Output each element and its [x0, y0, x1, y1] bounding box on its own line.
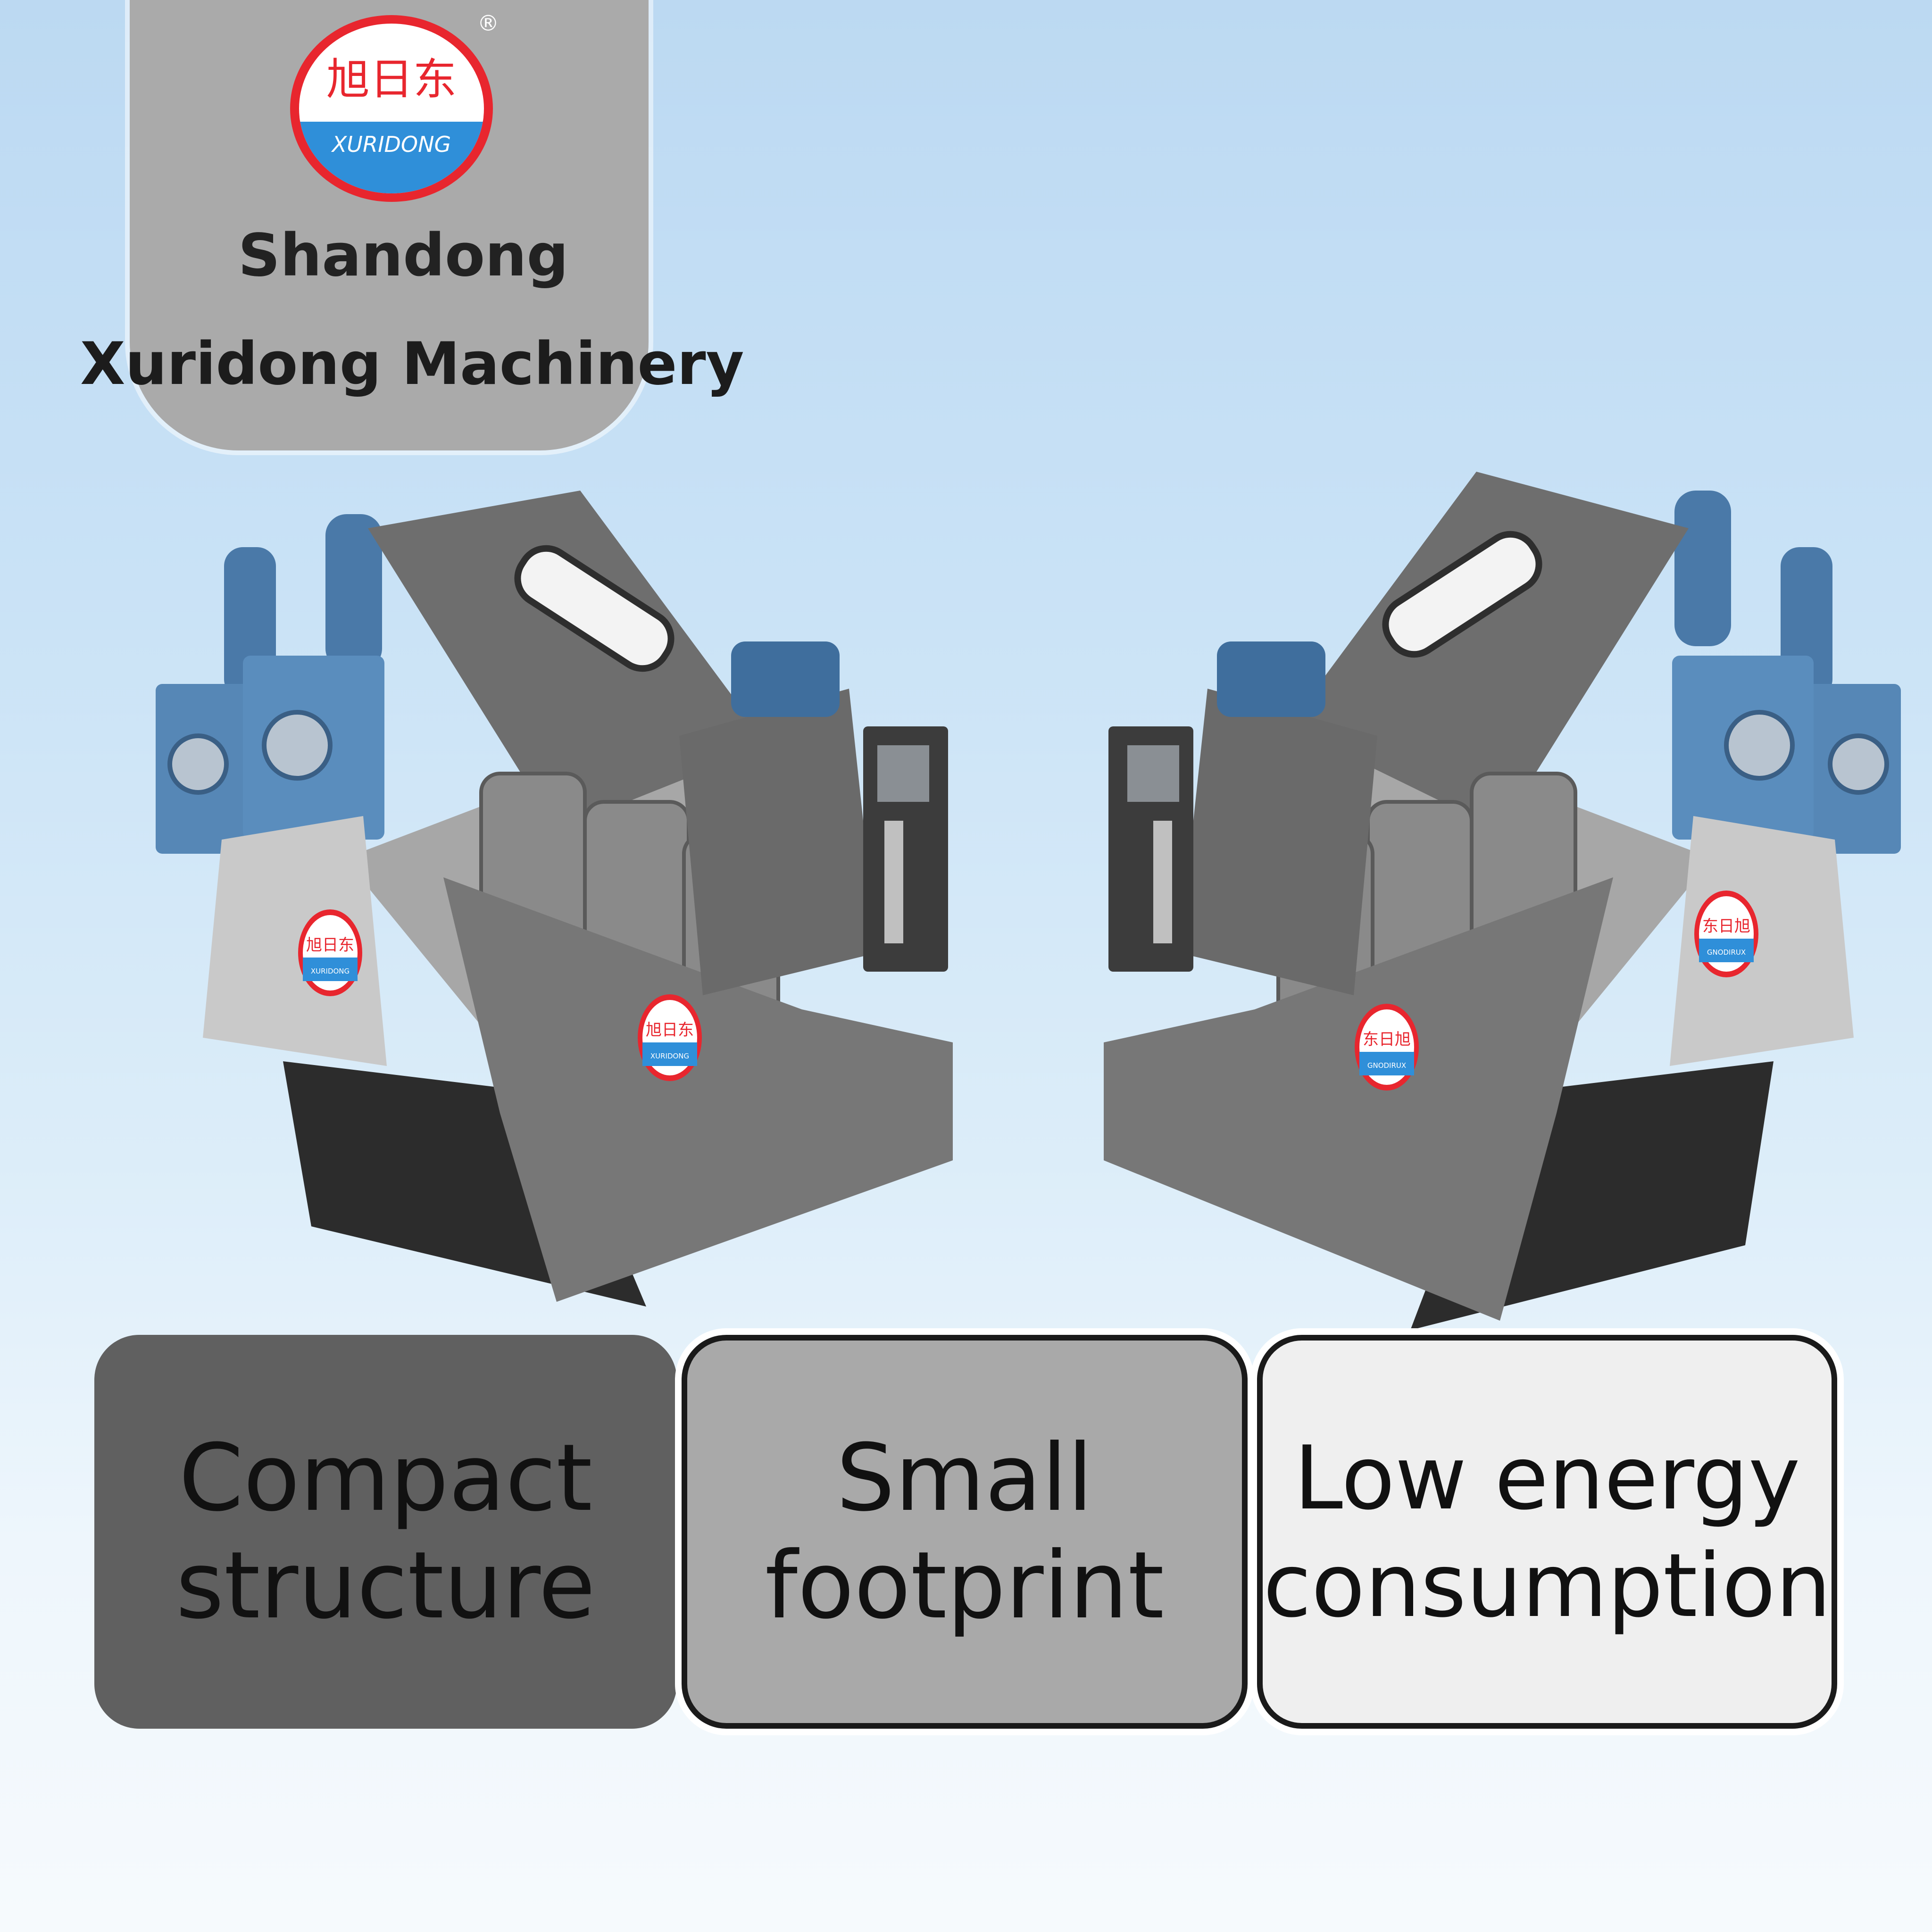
svg-text:XURIDONG: XURIDONG	[650, 1052, 689, 1060]
svg-text:XURIDONG: XURIDONG	[311, 967, 350, 975]
svg-text:GNODIRUX: GNODIRUX	[1367, 1061, 1406, 1070]
svg-text:旭日东: 旭日东	[646, 1021, 694, 1040]
feature-line: Small	[836, 1424, 1093, 1532]
brand-badge: 旭日东 XURIDONG	[298, 909, 362, 996]
feature-card-low-energy-consumption: Low energy consumption	[1257, 1335, 1837, 1729]
company-name-line2: Xuridong Machinery	[80, 330, 744, 398]
feature-line: consumption	[1263, 1534, 1832, 1637]
feature-line: structure	[175, 1532, 596, 1640]
logo-english-text: XURIDONG	[331, 132, 451, 157]
svg-text:旭日东: 旭日东	[306, 936, 354, 955]
brand-badge: 东日旭 GNODIRUX	[1702, 917, 1750, 957]
screw-press-machine-right: 东日旭 GNODIRUX 东日旭 GNODIRUX	[1104, 472, 1901, 1330]
svg-text:GNODIRUX: GNODIRUX	[1707, 948, 1746, 957]
gear-motor-icon	[156, 514, 384, 854]
registered-mark: ®	[477, 10, 499, 36]
feature-line: footprint	[765, 1532, 1165, 1640]
gear-motor-icon	[1672, 491, 1901, 854]
feature-line: Compact	[179, 1424, 592, 1532]
svg-text:东日旭: 东日旭	[1363, 1030, 1411, 1049]
feature-card-small-footprint: Small footprint	[682, 1335, 1248, 1729]
brand-badge: 旭日东 XURIDONG	[638, 994, 702, 1081]
xuridong-logo: 旭日东 XURIDONG	[290, 15, 493, 202]
company-name-line1: Shandong	[238, 222, 569, 290]
svg-text:东日旭: 东日旭	[1702, 917, 1750, 936]
logo-chinese-text: 旭日东	[326, 54, 457, 105]
feature-line: Low energy	[1294, 1426, 1800, 1529]
brand-badge: 东日旭 GNODIRUX	[1363, 1030, 1411, 1070]
feature-card-compact-structure: Compact structure	[94, 1335, 677, 1729]
screw-press-machine-left: 旭日东 XURIDONG 旭日东 XURIDONG	[156, 491, 953, 1307]
